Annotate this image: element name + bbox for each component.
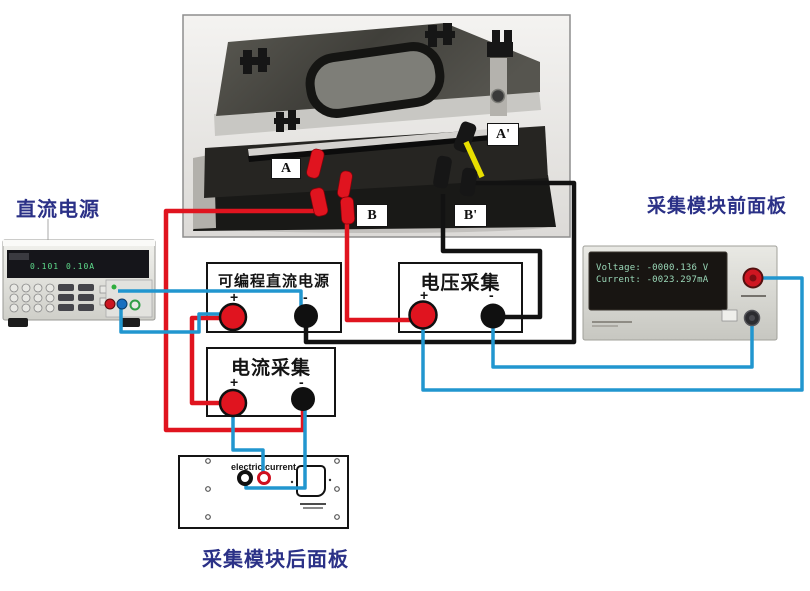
acq-front-panel-label: 采集模块前面板 (647, 196, 788, 217)
psu-ground-terminal (129, 299, 141, 311)
voltage-readout: Voltage: -0000.136 V (596, 263, 709, 273)
current-acquisition-title: 电流采集 (230, 358, 311, 379)
fixture-base-steel-end (193, 154, 216, 229)
corner-bracket-right (487, 30, 513, 116)
rear-panel-box: electric current (178, 455, 349, 529)
acq-rear-panel-label: 采集模块后面板 (202, 549, 349, 571)
front-panel-mini-button (721, 309, 738, 322)
front-panel-readout: Voltage: -0000.136 V Current: -0023.297mA (596, 262, 708, 286)
clip-a-lower (309, 187, 329, 217)
front-panel-red-button-center (749, 274, 757, 282)
tag-b-prime: B' (454, 204, 487, 227)
voltage-acquisition-title: 电压采集 (420, 273, 501, 294)
prog-plus-sign: + (230, 289, 239, 305)
corner-clamp-top-right (425, 23, 455, 47)
yellow-sample-lead (463, 140, 485, 179)
rear-panel-port-label: electric current (230, 462, 297, 472)
psu-red-terminal (104, 298, 116, 310)
psu-output-panel (105, 279, 153, 318)
psu-function-buttons (58, 284, 94, 311)
psu-voltage-readout: 0.101 (30, 262, 60, 271)
front-panel-red-button (742, 267, 764, 289)
psu-power-led (111, 284, 117, 290)
tag-a: A (271, 158, 301, 179)
front-panel-knob-center (749, 315, 755, 321)
psu-blue-terminal (116, 298, 128, 310)
corner-clamp-top-left (240, 48, 270, 74)
prog-minus-sign: - (303, 289, 308, 305)
corner-clamp-front-left (274, 110, 300, 132)
clip-a-upper (306, 148, 325, 179)
clip-a-prime-lower (459, 167, 478, 197)
dc-power-supply-label: 直流电源 (16, 199, 100, 221)
clip-b-lower (340, 196, 355, 225)
volt-minus-sign: - (489, 287, 494, 303)
fixture-handle (305, 42, 445, 118)
current-acquisition-box: 电流采集 + - (206, 347, 336, 417)
programmable-dc-supply-box: 可编程直流电源 + - (206, 262, 342, 333)
clip-b-prime (433, 155, 452, 189)
curr-minus-sign: - (299, 374, 304, 390)
programmable-dc-supply-title: 可编程直流电源 (217, 274, 330, 290)
front-panel-knob (743, 309, 761, 327)
curr-plus-sign: + (230, 374, 239, 390)
wire-blue-voltage-minus-to-front-panel (491, 320, 754, 369)
clip-a-prime (453, 121, 477, 153)
voltage-acquisition-box: 电压采集 + - (398, 262, 523, 333)
psu-current-readout: 0.10A (66, 262, 96, 271)
psu-logo (9, 253, 29, 260)
sample-strip (248, 127, 514, 156)
tag-a-prime: A' (487, 123, 519, 146)
current-readout: Current: -0023.297mA (596, 275, 709, 285)
volt-plus-sign: + (420, 287, 429, 303)
psu-keypad (9, 283, 55, 313)
tag-b: B (356, 204, 388, 227)
front-panel-photo (582, 245, 778, 341)
top-plate-face (216, 23, 540, 116)
psu-photo (2, 219, 156, 327)
clip-b-upper (337, 170, 353, 199)
